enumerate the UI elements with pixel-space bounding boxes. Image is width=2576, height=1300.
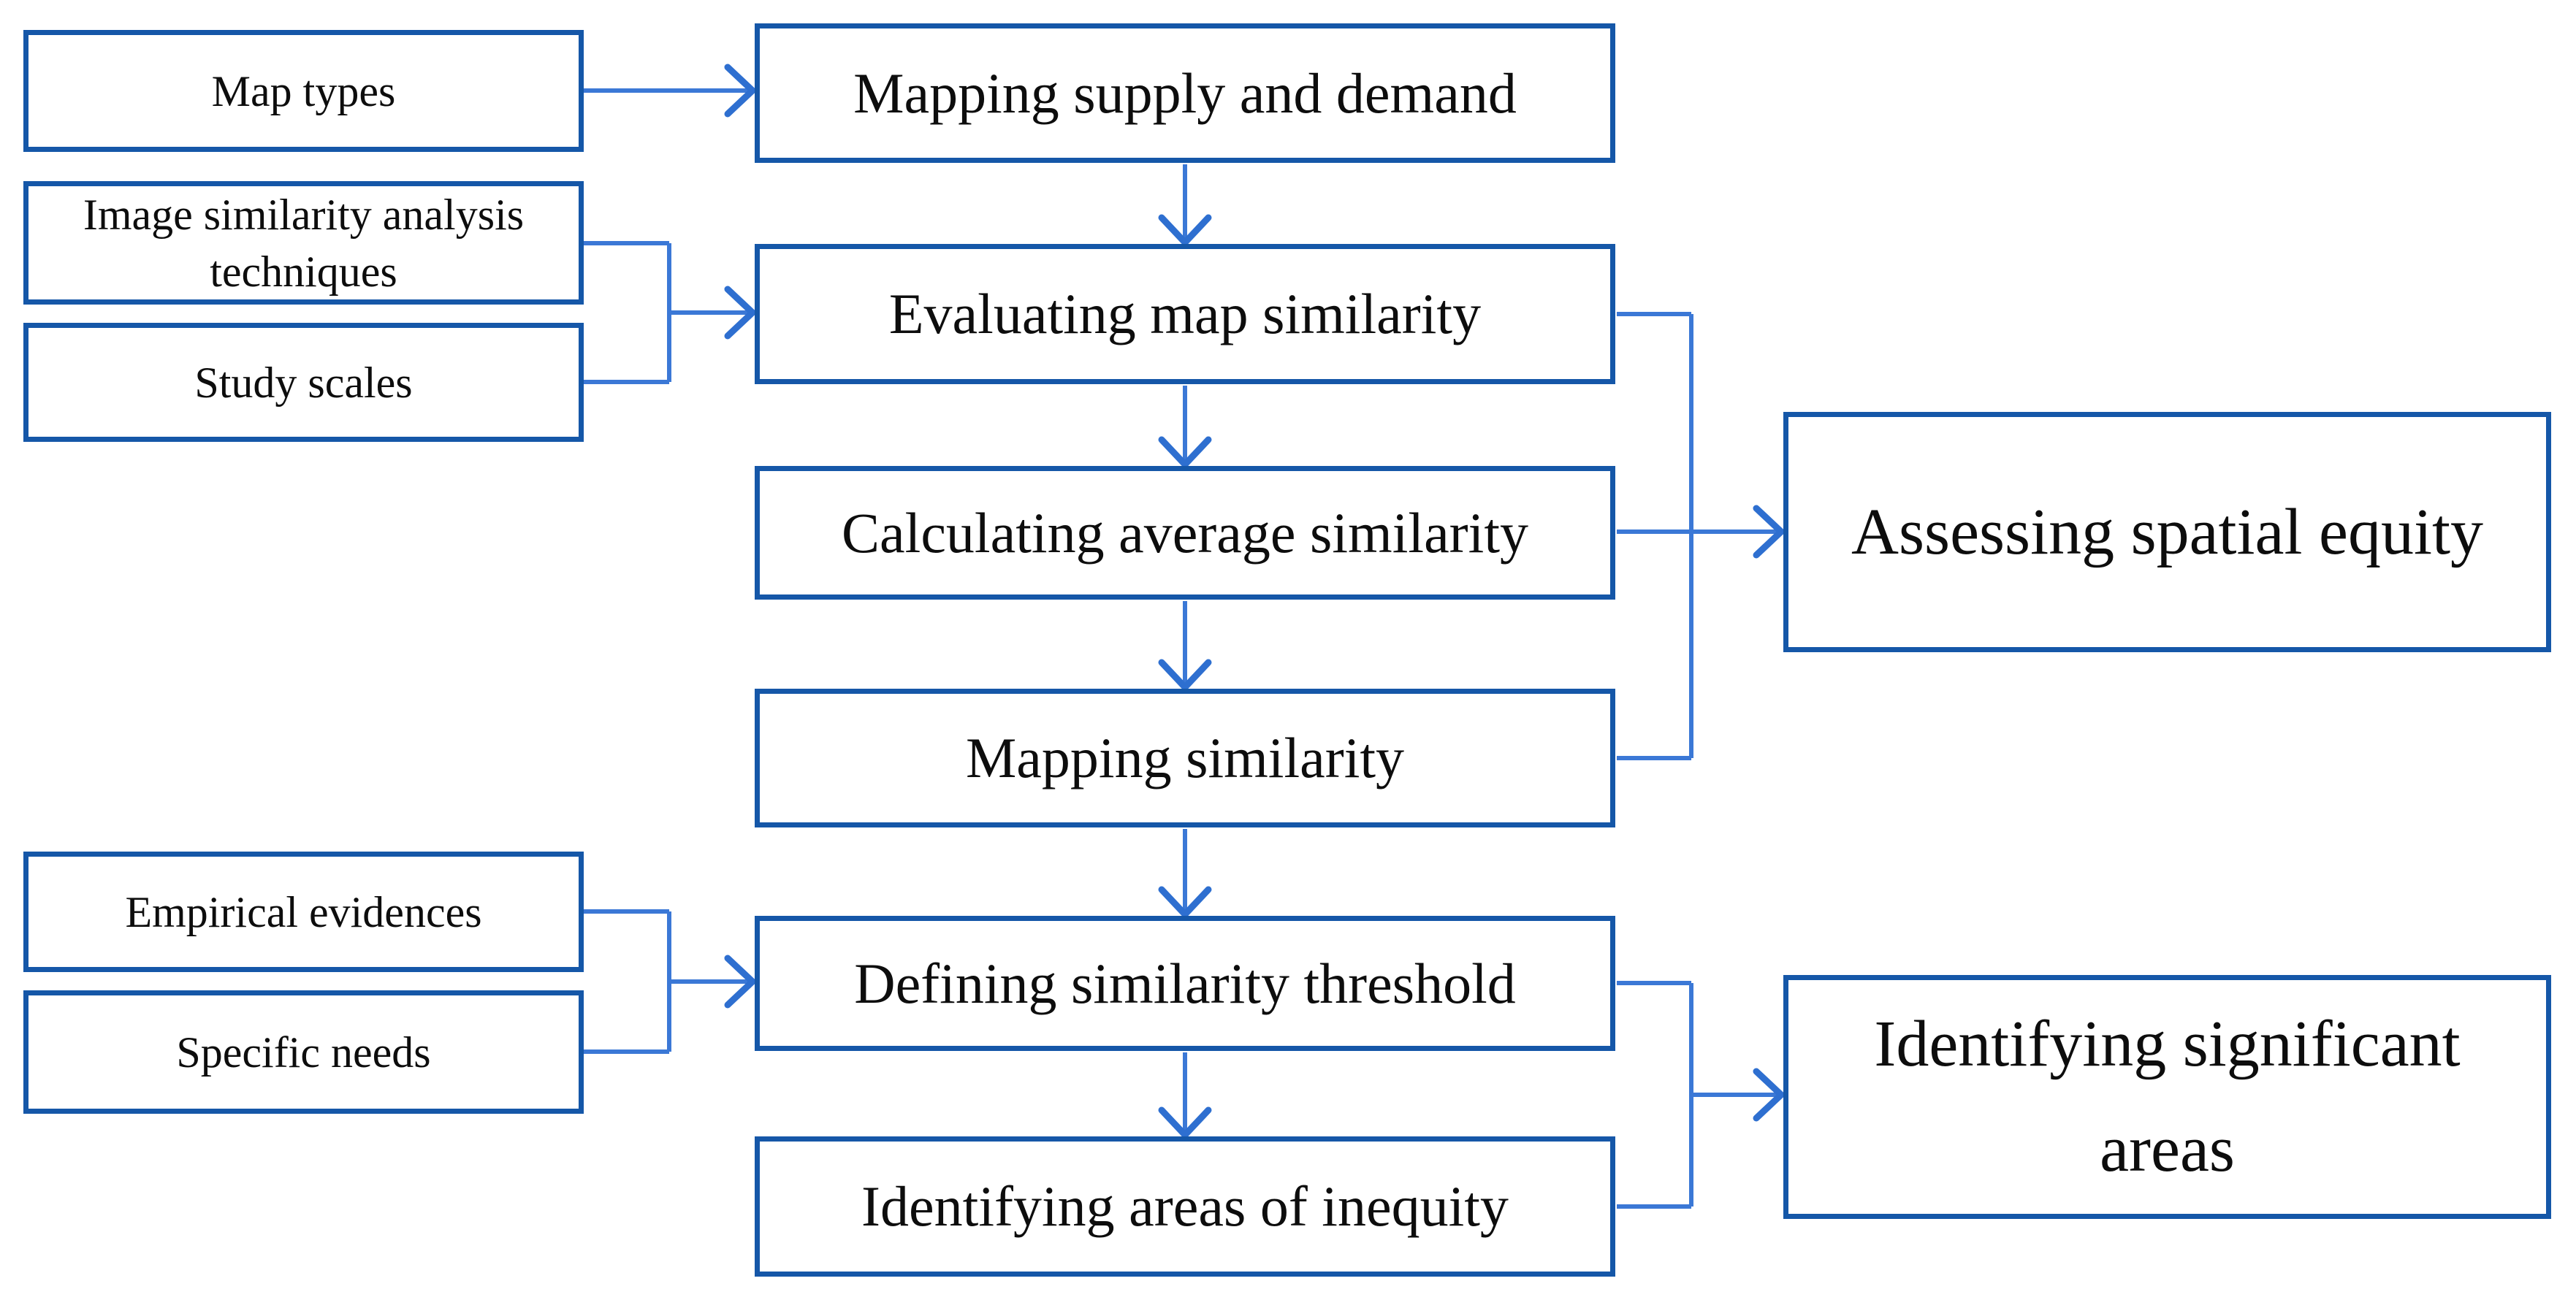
node-specific-needs: Specific needs bbox=[23, 990, 584, 1114]
arrowhead-into-evaluating bbox=[724, 286, 758, 340]
node-label: Identifying significant areas bbox=[1874, 1008, 2461, 1185]
arrowhead-down-4 bbox=[1158, 886, 1212, 919]
node-calculating-average-similarity: Calculating average similarity bbox=[755, 466, 1615, 600]
node-mapping-supply-and-demand: Mapping supply and demand bbox=[755, 23, 1615, 163]
node-label: Identifying areas of inequity bbox=[861, 1174, 1509, 1239]
arrowhead-down-2 bbox=[1158, 436, 1212, 470]
node-label: Empirical evidences bbox=[125, 887, 482, 936]
node-identifying-significant-areas: Identifying significant areas bbox=[1783, 975, 2551, 1219]
edge-rightbus-top bbox=[1617, 312, 1777, 760]
edge-rightbus-bottom bbox=[1617, 981, 1777, 1209]
node-identifying-areas-of-inequity: Identifying areas of inequity bbox=[755, 1136, 1615, 1277]
arrowhead-into-supplydemand bbox=[724, 64, 758, 118]
arrowhead-down-3 bbox=[1158, 659, 1212, 692]
node-label: Study scales bbox=[194, 358, 413, 407]
node-label: Map types bbox=[211, 66, 396, 115]
arrowhead-down-5 bbox=[1158, 1106, 1212, 1140]
node-label: Mapping supply and demand bbox=[853, 61, 1517, 125]
node-label: Assessing spatial equity bbox=[1851, 495, 2483, 568]
arrowhead-into-significant bbox=[1753, 1068, 1786, 1122]
node-label: Specific needs bbox=[176, 1028, 431, 1077]
node-empirical-evidences: Empirical evidences bbox=[23, 852, 584, 972]
arrowhead-down-1 bbox=[1158, 214, 1212, 248]
node-assessing-spatial-equity: Assessing spatial equity bbox=[1783, 412, 2551, 652]
node-image-similarity-analysis-techniques: Image similarity analysis techniques bbox=[23, 181, 584, 305]
edge-leftbracket-top bbox=[584, 241, 748, 384]
node-label: Mapping similarity bbox=[965, 726, 1405, 790]
edge-leftbracket-bottom bbox=[584, 909, 748, 1054]
arrowhead-into-defining bbox=[724, 955, 758, 1009]
node-label: Defining similarity threshold bbox=[854, 951, 1516, 1015]
node-label: Calculating average similarity bbox=[842, 500, 1528, 565]
node-mapping-similarity: Mapping similarity bbox=[755, 689, 1615, 827]
node-label: Evaluating map similarity bbox=[888, 282, 1482, 346]
arrowhead-into-assessing bbox=[1753, 505, 1786, 559]
node-defining-similarity-threshold: Defining similarity threshold bbox=[755, 916, 1615, 1051]
node-map-types: Map types bbox=[23, 30, 584, 152]
node-label: Image similarity analysis techniques bbox=[83, 190, 525, 296]
node-study-scales: Study scales bbox=[23, 323, 584, 442]
node-evaluating-map-similarity: Evaluating map similarity bbox=[755, 244, 1615, 384]
